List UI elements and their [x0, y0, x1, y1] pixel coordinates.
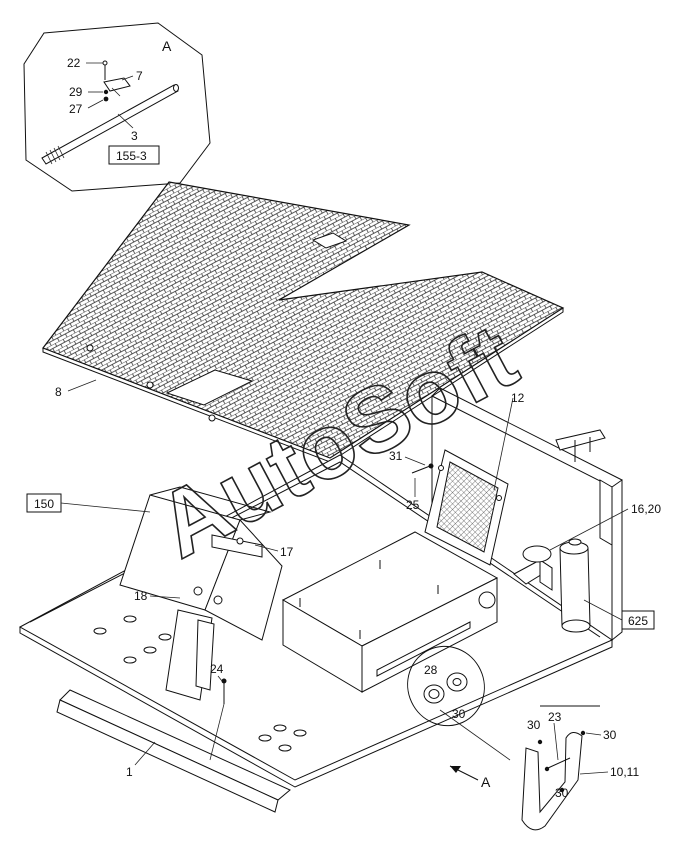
view-arrow-label: A [481, 774, 491, 790]
callout-8: 8 [55, 385, 62, 399]
callout-30-oval: 30 [452, 707, 466, 721]
mat-cutout-small [311, 232, 348, 249]
mat-cutout-large [165, 369, 254, 406]
callout-30-bottom: 30 [555, 786, 569, 800]
floor-mat-outline [42, 181, 565, 459]
callout-3: 3 [131, 129, 138, 143]
u-bolt-part-10-11 [521, 705, 600, 831]
console-box-part-150 [119, 486, 283, 641]
bracket-part-7 [103, 77, 131, 97]
callout-25: 25 [406, 498, 420, 512]
callout-1: 1 [126, 765, 133, 779]
shaft-part-3 [41, 84, 179, 165]
callout-30-right: 30 [603, 728, 617, 742]
floor-mat-part-8 [42, 181, 565, 463]
detail-octagon-outline [23, 22, 211, 192]
detail-view-a: A 22 7 29 27 3 155-3 [23, 22, 211, 192]
callout-17: 17 [280, 545, 294, 559]
washer-part-30 [446, 672, 468, 692]
bolt-part-24 [221, 678, 227, 704]
step-part-1 [56, 689, 291, 813]
canister-part-625 [559, 538, 591, 633]
nut-part-28 [423, 684, 445, 704]
bolt-part-25 [411, 463, 434, 474]
callout-27: 27 [69, 102, 83, 116]
washer-part-29 [103, 89, 109, 95]
callout-7: 7 [136, 69, 143, 83]
callout-16-20: 16,20 [631, 502, 661, 516]
detail-view-letter: A [162, 38, 172, 54]
callout-22: 22 [67, 56, 81, 70]
filter-mesh [436, 461, 499, 553]
washer-30-bottom [559, 787, 565, 793]
callout-31: 31 [389, 449, 403, 463]
holder-part-16-20 [513, 545, 553, 591]
callout-10-11: 10,11 [610, 765, 639, 779]
callout-29: 29 [69, 85, 83, 99]
ref-label-150: 150 [34, 497, 54, 511]
callout-24: 24 [210, 662, 224, 676]
callout-23: 23 [548, 710, 562, 724]
ref-label-155-3: 155-3 [116, 149, 147, 163]
support-column [165, 609, 215, 701]
callout-12: 12 [511, 391, 525, 405]
screw-part-22 [102, 60, 108, 80]
ref-box-155-3 [108, 145, 160, 165]
washer-30-right [580, 730, 586, 736]
ref-label-625: 625 [628, 614, 648, 628]
battery-box [281, 531, 499, 693]
callout-28: 28 [424, 663, 438, 677]
filter-housing-part-12 [424, 449, 509, 566]
nut-part-27 [103, 96, 109, 102]
bolt-part-23 [544, 757, 571, 772]
view-arrow-a: A [449, 765, 491, 790]
fastener-detail-oval [407, 645, 511, 761]
callout-30-left: 30 [527, 718, 541, 732]
callout-18: 18 [134, 589, 148, 603]
washer-30-left [537, 739, 543, 745]
